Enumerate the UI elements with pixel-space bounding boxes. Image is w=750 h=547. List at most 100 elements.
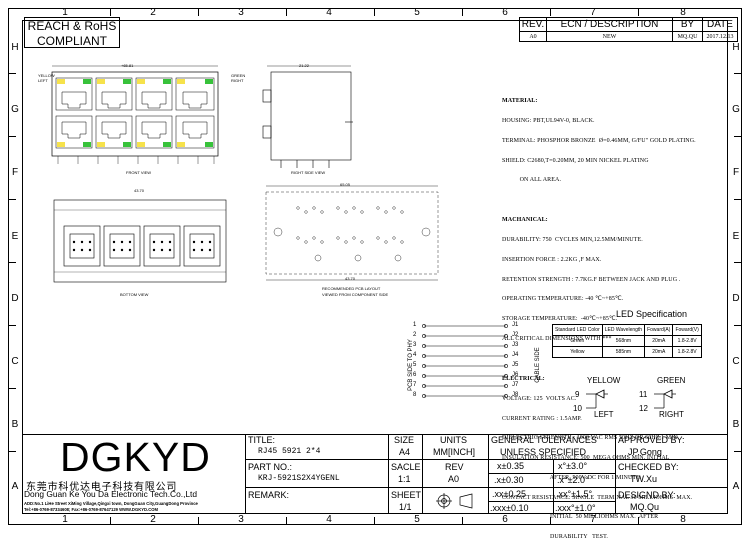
border-tick — [734, 388, 742, 389]
date-header: DATE — [702, 17, 738, 32]
scale-value: 1:1 — [398, 474, 411, 484]
pcb-layout-drawing — [265, 185, 439, 281]
green-led-label: GREEN — [657, 376, 686, 385]
yellow-side-label: LEFT — [594, 410, 614, 419]
border-tick — [8, 262, 16, 263]
jack-label: J3 — [512, 342, 519, 348]
tolerances-subtitle: UNLESS SPECIFIED — [500, 447, 587, 457]
pin-label: 8 — [413, 392, 417, 398]
yellow-left-label: YELLOW LEFT — [38, 73, 55, 83]
border-tick — [8, 451, 16, 452]
row-label: E — [732, 231, 740, 242]
material-line: SHIELD: C2680,T=0.20MM, 20 MIN NICKEL PL… — [502, 157, 649, 164]
electrical-line: AFTER 500V DC FOR 1 MINUTE. — [502, 474, 642, 481]
row-label: B — [732, 419, 740, 430]
tol-angular: .xxx°±1.0° — [555, 503, 596, 513]
electrical-line: INITIAL 50 MILLIOHMS MAX. AFTER — [502, 514, 659, 521]
pcb-layout-sub-label: VIEWED FROM COMPONENT SIDE — [322, 292, 389, 297]
rev-value: A0 — [448, 474, 460, 484]
jack-label: J5 — [512, 362, 519, 368]
designed-label: DESIGND BY: — [618, 490, 676, 500]
row-label: D — [11, 293, 19, 304]
border-tick — [734, 262, 742, 263]
mechanical-line: DURABILITY: 750 CYCLES MIN,12.5MM/MINUTE… — [502, 237, 643, 244]
electrical-line: DURABILITY TEST. — [502, 534, 609, 541]
sheet-value: 1/1 — [399, 502, 412, 512]
yellow-diode-icon — [586, 389, 608, 409]
tol-angular: x°±3.0° — [558, 461, 588, 471]
border-tick — [734, 325, 742, 326]
front-view-drawing — [51, 65, 219, 164]
tb-line — [245, 487, 388, 488]
tb-line — [615, 459, 728, 460]
col-label: 3 — [238, 514, 244, 525]
border-tick — [462, 8, 463, 16]
border-tick — [110, 517, 111, 525]
checked-value: TW.Xu — [630, 474, 658, 484]
col-label: 8 — [680, 514, 686, 525]
material-line: ON ALL AREA. — [502, 177, 562, 184]
material-line: TERMINAL: PHOSPHOR BRONZE Ø=0.46MM, G/FU… — [502, 137, 696, 144]
approved-value: JP.Gong — [628, 447, 662, 457]
tb-line — [615, 434, 616, 514]
rev-value: A0 — [519, 31, 547, 42]
front-view-label: FRONT VIEW — [126, 170, 152, 175]
row-label: H — [732, 42, 740, 53]
tb-line — [615, 487, 728, 488]
row-label: G — [732, 104, 740, 115]
col-label: 5 — [414, 514, 420, 525]
mechanical-line: OPERATING TEMPERATURE: -40 ℃~+85℃. — [502, 296, 624, 303]
jack-label: J6 — [512, 372, 519, 378]
green-pin-b: 12 — [639, 404, 648, 413]
jack-label: J7 — [512, 382, 519, 388]
pin-label: 6 — [413, 372, 417, 378]
border-tick — [286, 517, 287, 525]
led-header: Standard LED Color — [552, 324, 603, 336]
green-right-label: GREEN RIGHT — [231, 73, 246, 83]
pcb-side-label: PCB SIDE TO PHY — [408, 339, 414, 391]
border-tick — [550, 517, 551, 525]
mechanical-title: MACHANICAL: — [502, 217, 548, 224]
col-label: 5 — [414, 7, 420, 18]
company-logo: DGKYD — [60, 434, 211, 480]
row-label: F — [11, 167, 19, 178]
led-spec-title: LED Specification — [616, 309, 688, 319]
tol-linear: .x±0.30 — [494, 475, 524, 485]
col-label: 6 — [502, 514, 508, 525]
green-side-label: RIGHT — [659, 410, 684, 419]
pcb-bottom-dim: 43.70 — [345, 276, 356, 281]
scale-label: SACLE — [391, 462, 421, 472]
ecn-value: NEW — [546, 31, 673, 42]
right-side-view-label: RIGHT SIDE VIEW — [291, 170, 326, 175]
designed-value: MQ.Qu — [630, 502, 660, 512]
pcb-layout-label: RECOMMENDED PCB LAYOUT — [322, 286, 381, 291]
approved-label: APPROVED BY: — [618, 435, 685, 445]
right-side-view-drawing — [262, 65, 353, 168]
electrical-line: DIELECTRIC STRENGTH : 1000 VAC RMS 50HZ … — [502, 435, 680, 442]
company-address: ADD:No.1 LiHe Street XiMing Village,Qing… — [24, 501, 198, 506]
row-label: C — [11, 356, 19, 367]
pcb-top-dim: 65.05 — [340, 182, 351, 187]
border-tick — [8, 388, 16, 389]
pin-label: 5 — [413, 362, 417, 368]
row-label: G — [11, 104, 19, 115]
row-label: C — [732, 356, 740, 367]
led-cell: 568nm — [601, 335, 646, 347]
compliance-line1: REACH & RoHS — [27, 19, 117, 33]
drawing-frame — [8, 8, 742, 525]
pin-label: 7 — [413, 382, 417, 388]
yellow-led-label: YELLOW — [587, 376, 621, 385]
tb-line — [553, 459, 554, 514]
material-title: MATERIAL: — [502, 98, 538, 105]
tol-angular: .x°±2.0° — [557, 475, 589, 485]
revision-table: REV. ECN / DESCRIPTION BY DATE A0 NEW MQ… — [519, 17, 738, 42]
border-tick — [8, 73, 16, 74]
mechanical-line: STORAGE TEMPERATURE: -40℃~+85℃. — [502, 316, 618, 323]
border-tick — [734, 451, 742, 452]
border-tick — [374, 8, 375, 16]
material-line: HOUSING: PBT,UL94V-0, BLACK. — [502, 117, 595, 124]
tol-linear: .xxx±0.10 — [490, 503, 529, 513]
row-label: H — [11, 42, 19, 53]
projection-symbol-icon — [436, 493, 473, 509]
border-tick — [638, 8, 639, 16]
